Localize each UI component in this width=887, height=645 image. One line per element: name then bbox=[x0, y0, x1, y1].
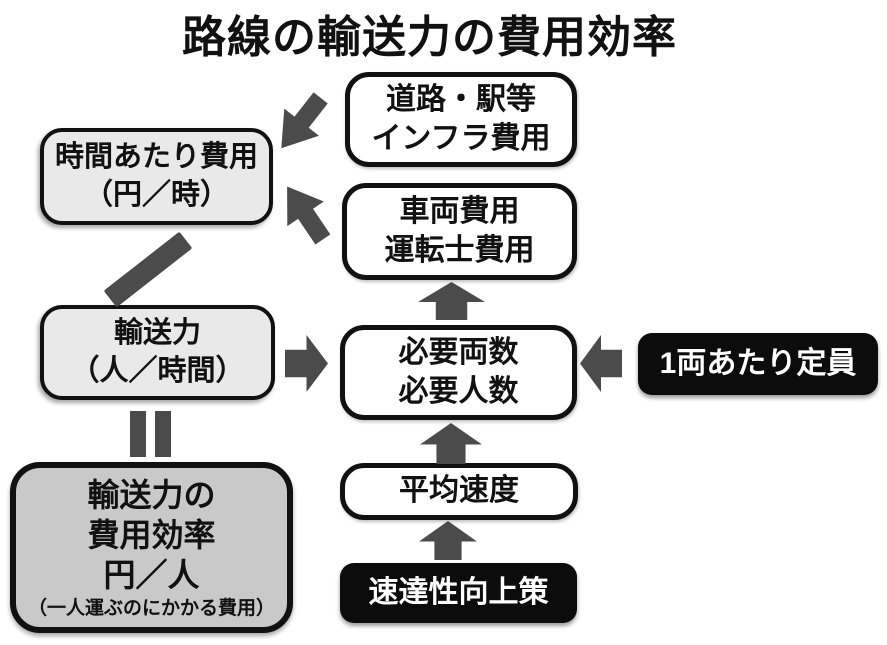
box-average-speed-label: 平均速度 bbox=[399, 474, 519, 508]
box-cost-per-hour: 時間あたり費用 （円／時） bbox=[40, 128, 273, 225]
arrow-speed-to-required-icon bbox=[420, 423, 482, 464]
box-speed-improvement-measures: 速達性向上策 bbox=[340, 563, 577, 623]
box-infrastructure-cost-line1: 道路・駅等 bbox=[386, 83, 536, 117]
arrow-capacity-per-car-to-required-icon bbox=[580, 335, 622, 392]
box-vehicle-driver-cost: 車両費用 運転士費用 bbox=[342, 183, 577, 280]
box-cost-efficiency-result: 輸送力の 費用効率 円／人 （一人運ぶのにかかる費用） bbox=[10, 462, 293, 633]
box-transport-capacity-line1: 輸送力 bbox=[113, 317, 201, 350]
box-cost-per-hour-line1: 時間あたり費用 bbox=[54, 141, 258, 174]
box-cost-efficiency-line2: 費用効率 bbox=[87, 516, 216, 553]
arrow-capacity-to-required-icon bbox=[285, 335, 328, 392]
box-cost-efficiency-line3: 円／人 bbox=[103, 556, 200, 593]
box-infrastructure-cost-line2: インフラ費用 bbox=[371, 121, 551, 155]
equals-bar-left bbox=[130, 411, 146, 457]
box-required-vehicles-staff-line2: 必要人数 bbox=[398, 374, 519, 408]
box-required-vehicles-staff-line1: 必要両数 bbox=[398, 336, 519, 370]
arrow-vehicle-to-hourly-cost-icon bbox=[287, 186, 331, 245]
arrow-required-to-vehicle-icon bbox=[418, 282, 485, 320]
divide-operator-slash bbox=[103, 231, 193, 308]
box-infrastructure-cost: 道路・駅等 インフラ費用 bbox=[345, 72, 577, 167]
box-cost-efficiency-line1: 輸送力の bbox=[87, 476, 216, 513]
page-title: 路線の輸送力の費用効率 bbox=[182, 13, 677, 62]
box-speed-improvement-measures-label: 速達性向上策 bbox=[368, 575, 549, 609]
box-capacity-per-car: 1両あたり定員 bbox=[638, 333, 878, 395]
box-transport-capacity: 輸送力 （人／時間） bbox=[40, 305, 275, 400]
equals-operator bbox=[130, 411, 171, 457]
box-required-vehicles-staff: 必要両数 必要人数 bbox=[340, 325, 577, 420]
box-cost-efficiency-line4: （一人運ぶのにかかる費用） bbox=[27, 597, 275, 619]
box-transport-capacity-line2: （人／時間） bbox=[70, 354, 245, 387]
box-capacity-per-car-label: 1両あたり定員 bbox=[659, 346, 857, 380]
equals-bar-right bbox=[155, 411, 171, 457]
box-vehicle-driver-cost-line2: 運転士費用 bbox=[384, 233, 535, 267]
box-cost-per-hour-line2: （円／時） bbox=[83, 178, 229, 211]
box-average-speed: 平均速度 bbox=[340, 463, 578, 520]
box-vehicle-driver-cost-line1: 車両費用 bbox=[399, 195, 520, 229]
arrow-measures-to-speed-icon bbox=[419, 521, 477, 560]
arrow-infra-to-hourly-cost-icon bbox=[281, 92, 328, 149]
